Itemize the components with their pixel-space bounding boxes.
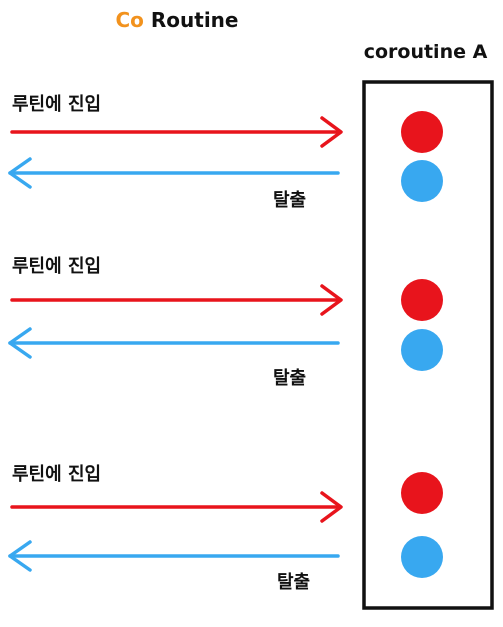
step-3: [8, 472, 443, 578]
enter-label: 루틴에 진입: [12, 94, 102, 115]
exit-label: 탈출: [273, 190, 307, 211]
coroutine-box: [362, 80, 494, 610]
diagram-title: Co Routine: [0, 8, 354, 32]
exit-dot: [401, 160, 443, 202]
exit-label: 탈출: [277, 572, 311, 593]
title-accent: Co: [115, 8, 144, 32]
step-1: [8, 111, 443, 202]
enter-label: 루틴에 진입: [12, 464, 102, 485]
coroutine-label: coroutine A: [363, 41, 488, 63]
enter-dot: [401, 472, 443, 514]
exit-dot: [401, 536, 443, 578]
exit-label: 탈출: [273, 368, 307, 389]
step-2: [8, 279, 443, 371]
exit-arrow-head: [8, 157, 32, 189]
enter-arrow-head: [320, 491, 343, 523]
enter-dot: [401, 279, 443, 321]
enter-arrow-head: [320, 284, 343, 316]
enter-dot: [401, 111, 443, 153]
enter-arrow-head: [320, 116, 343, 148]
exit-dot: [401, 329, 443, 371]
exit-arrow-head: [8, 540, 32, 572]
enter-label: 루틴에 진입: [12, 256, 102, 277]
exit-arrow-head: [8, 327, 32, 359]
title-rest: Routine: [143, 8, 239, 32]
